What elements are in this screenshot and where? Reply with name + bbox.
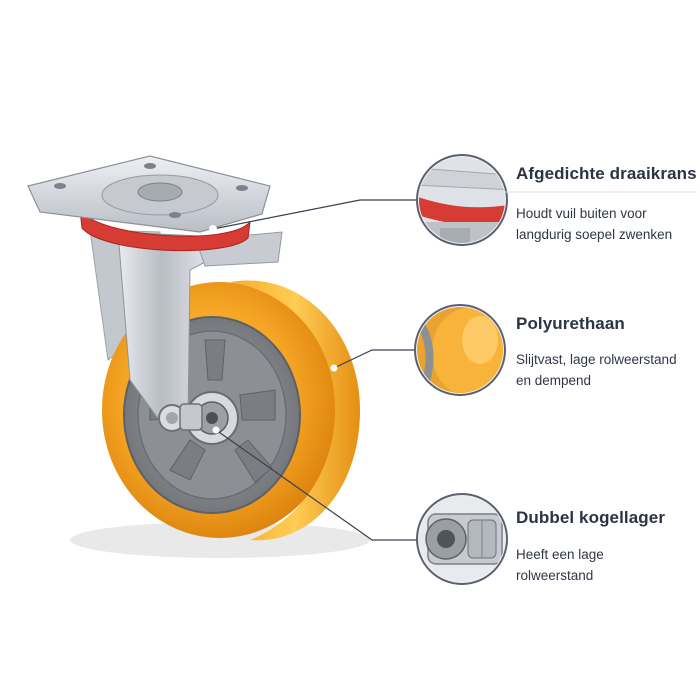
- ball-bearing-closeup-icon: [416, 493, 508, 585]
- feature-description-swivel: Houdt vuil buiten voor langdurig soepel …: [516, 203, 672, 245]
- axle-bolt-center: [166, 412, 178, 424]
- feature-description-line: Slijtvast, lage rolweerstand: [516, 352, 677, 367]
- polyurethane-tread-closeup-icon: [414, 304, 506, 396]
- plate-hole-front: [169, 212, 181, 218]
- axle-hole: [206, 412, 218, 424]
- feature-description-line: Heeft een lage: [516, 547, 604, 562]
- plate-hole-back: [144, 163, 156, 169]
- feature-title-swivel: Afgedichte draaikrans: [516, 164, 697, 183]
- feature-description-line: rolweerstand: [516, 568, 594, 583]
- plate-rivet: [137, 182, 183, 202]
- feature-title-bearing: Dubbel kogellager: [516, 508, 666, 527]
- feature-title-polyurethane: Polyurethaan: [516, 314, 625, 333]
- feature-description-line: en dempend: [516, 373, 592, 388]
- callout-dot-bearing: [212, 426, 220, 434]
- callout-line-bearing: [215, 429, 418, 541]
- callout-line-tread: [333, 349, 416, 369]
- feature-description-polyurethane: Slijtvast, lage rolweerstand en dempend: [516, 349, 677, 391]
- feature-description-line: Houdt vuil buiten voor: [516, 206, 647, 221]
- tire-tread: [230, 280, 360, 541]
- feature-description-line: langdurig soepel zwenken: [516, 227, 673, 242]
- swivel-ring-closeup-icon: [416, 154, 508, 246]
- callout-lines: [212, 199, 418, 541]
- plate-hole-left: [54, 183, 66, 189]
- callout-line-swivel: [212, 199, 418, 230]
- callout-dot-swivel: [209, 225, 217, 233]
- callout-dot-tread: [330, 364, 338, 372]
- axle-nut: [179, 403, 203, 431]
- feature-description-bearing: Heeft een lage rolweerstand: [516, 544, 604, 586]
- plate-hole-right: [236, 185, 248, 191]
- swivel-seal-ring: [79, 208, 251, 252]
